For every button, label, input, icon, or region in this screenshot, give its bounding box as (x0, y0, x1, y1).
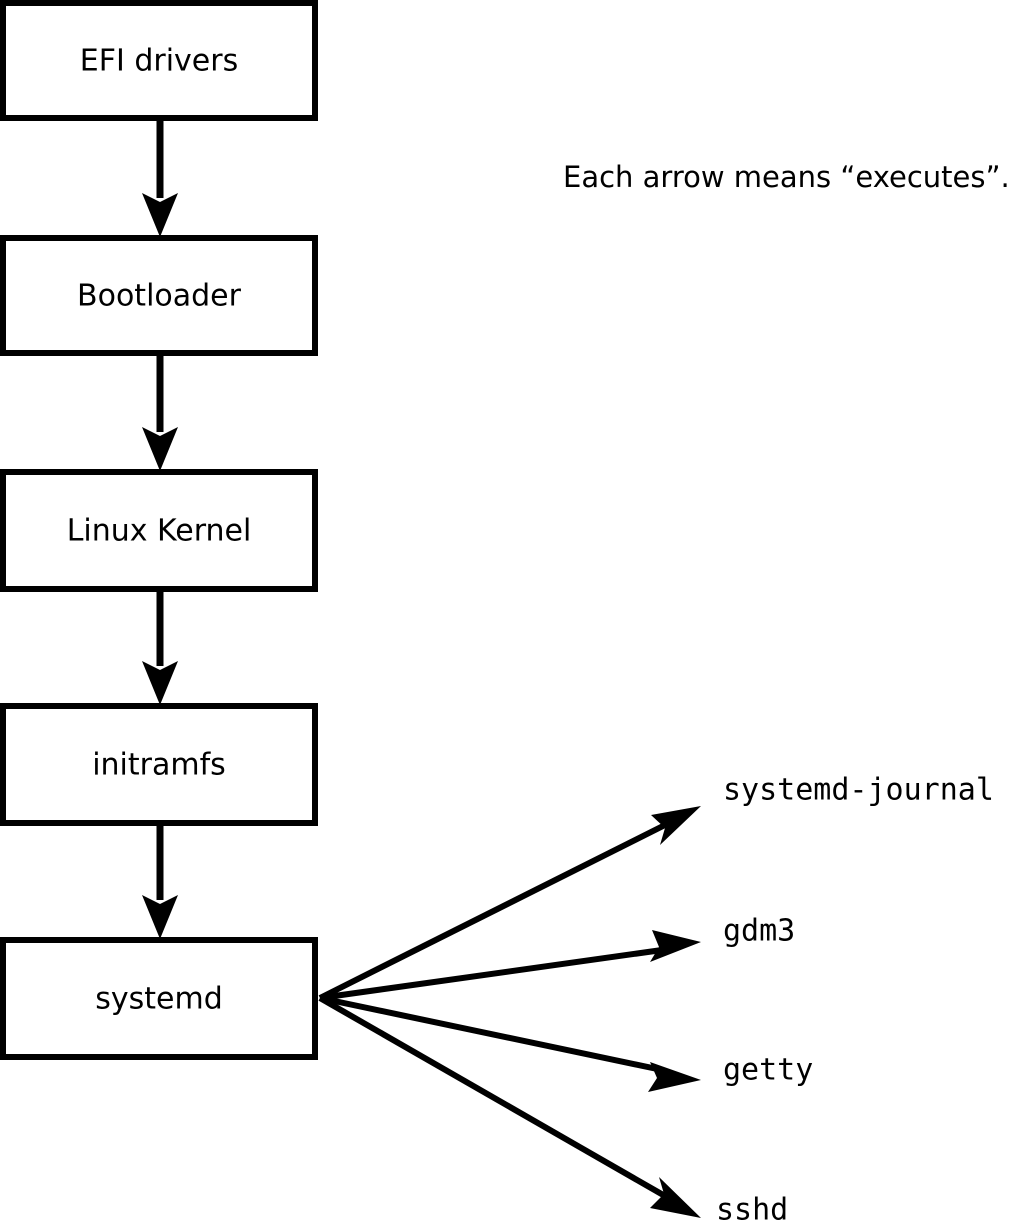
arrow-systemd-to-getty-shaft (319, 995, 663, 1073)
process-box-bootloader[interactable]: Bootloader (0, 235, 318, 356)
arrow-systemd-to-sshd-shaft (318, 995, 667, 1199)
process-box-systemd-rect (0, 937, 318, 1060)
chain-arrow-group (142, 118, 178, 939)
arrow-bootloader-to-kernel-head (142, 427, 178, 471)
service-label-sshd: sshd (716, 1193, 788, 1228)
process-box-linux-kernel-label: Linux Kernel (67, 514, 252, 549)
process-box-initramfs[interactable]: initramfs (0, 703, 318, 826)
arrow-initramfs-to-systemd-head (142, 895, 178, 939)
process-box-initramfs-label: initramfs (92, 748, 226, 783)
service-label-systemd-journal: systemd-journal (723, 773, 994, 808)
arrow-systemd-to-gdm3-head (650, 930, 701, 962)
process-box-efi-drivers-label: EFI drivers (80, 44, 238, 79)
service-label-gdm3: gdm3 (723, 914, 795, 949)
arrow-systemd-to-gdm3-shaft (319, 947, 663, 1001)
process-box-efi-drivers-rect (0, 0, 318, 121)
process-box-bootloader-rect (0, 235, 318, 356)
arrow-efi-to-bootloader-head (142, 193, 178, 237)
process-box-systemd-label: systemd (95, 982, 223, 1017)
diagram-caption: Each arrow means “executes”. (563, 160, 1010, 194)
service-arrow-group (318, 806, 701, 1218)
service-label-getty: getty (723, 1053, 813, 1088)
process-box-systemd[interactable]: systemd (0, 937, 318, 1060)
process-box-linux-kernel-rect (0, 469, 318, 592)
process-box-linux-kernel[interactable]: Linux Kernel (0, 469, 318, 592)
process-box-efi-drivers[interactable]: EFI drivers (0, 0, 318, 121)
arrow-systemd-to-systemd-journal-head (651, 806, 701, 845)
process-box-initramfs-rect (0, 703, 318, 826)
arrow-systemd-to-getty-head (648, 1062, 701, 1092)
process-box-bootloader-label: Bootloader (77, 279, 242, 314)
arrow-systemd-to-systemd-journal-shaft (318, 821, 669, 1001)
arrow-systemd-to-sshd-head (650, 1177, 701, 1218)
arrow-kernel-to-initramfs-head (142, 661, 178, 705)
